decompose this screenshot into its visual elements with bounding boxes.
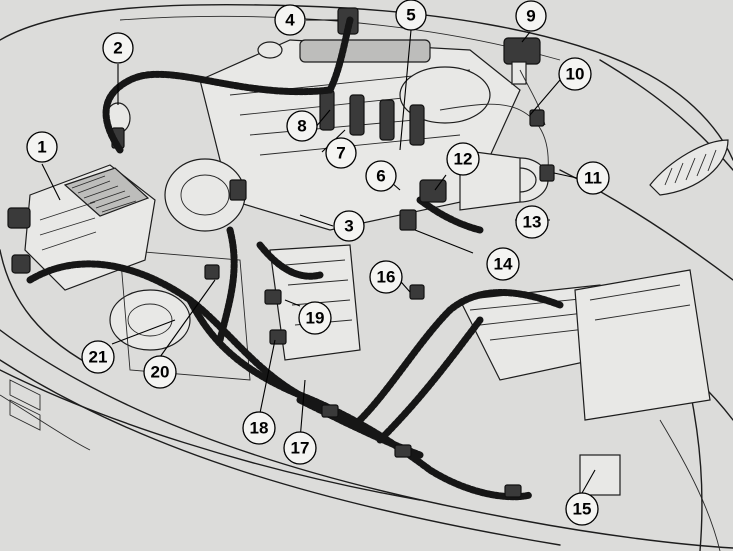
callout-6: 6: [365, 160, 397, 192]
spark-plug-leads: [319, 89, 425, 146]
svg-text:18: 18: [250, 419, 269, 438]
svg-text:17: 17: [291, 439, 310, 458]
top-right-sensor: [503, 37, 541, 85]
svg-text:9: 9: [526, 7, 535, 26]
ecu-module: [7, 164, 156, 291]
callout-19: 19: [298, 301, 332, 335]
front-bumper: [0, 369, 421, 501]
svg-text:6: 6: [376, 167, 385, 186]
callout-14: 14: [486, 247, 520, 281]
svg-text:12: 12: [454, 150, 473, 169]
callout-18: 18: [242, 411, 276, 445]
svg-text:8: 8: [297, 117, 306, 136]
callout-8: 8: [286, 110, 318, 142]
svg-text:5: 5: [406, 6, 415, 25]
hood-vent: [649, 139, 729, 196]
svg-text:13: 13: [523, 213, 542, 232]
svg-text:10: 10: [566, 65, 585, 84]
callout-17: 17: [283, 431, 317, 465]
svg-text:14: 14: [494, 255, 513, 274]
callout-7: 7: [325, 137, 357, 169]
callout-13: 13: [515, 205, 549, 239]
callout-10: 10: [558, 57, 592, 91]
callout-21: 21: [81, 340, 115, 374]
wiring-harness: [26, 16, 564, 501]
svg-text:3: 3: [344, 217, 353, 236]
svg-text:20: 20: [151, 363, 170, 382]
callout-9: 9: [515, 0, 547, 32]
alternator-area: [109, 158, 251, 381]
svg-text:15: 15: [573, 500, 592, 519]
callout-16: 16: [369, 260, 403, 294]
svg-text:7: 7: [336, 144, 345, 163]
callout-5: 5: [395, 0, 427, 31]
callout-2: 2: [102, 32, 134, 64]
vehicle-body-outline: [0, 3, 733, 551]
callout-20: 20: [143, 355, 177, 389]
harness-connectors: [204, 109, 555, 498]
svg-text:11: 11: [584, 169, 602, 188]
leader-lines: [41, 19, 596, 494]
callout-11: 11: [576, 161, 610, 195]
callout-1: 1: [26, 131, 58, 163]
svg-text:16: 16: [377, 268, 396, 287]
battery: [459, 269, 711, 496]
callout-15: 15: [565, 492, 599, 526]
svg-text:19: 19: [306, 309, 325, 328]
svg-text:2: 2: [113, 39, 122, 58]
callouts: 1 2 3 4 5 6 7 8 9 10 11 12 13 14 15 16 1…: [26, 0, 610, 526]
svg-text:21: 21: [89, 348, 108, 367]
callout-4: 4: [274, 4, 306, 36]
svg-text:4: 4: [285, 11, 295, 30]
callout-3: 3: [333, 210, 365, 242]
callout-12: 12: [446, 142, 480, 176]
svg-text:1: 1: [37, 138, 46, 157]
